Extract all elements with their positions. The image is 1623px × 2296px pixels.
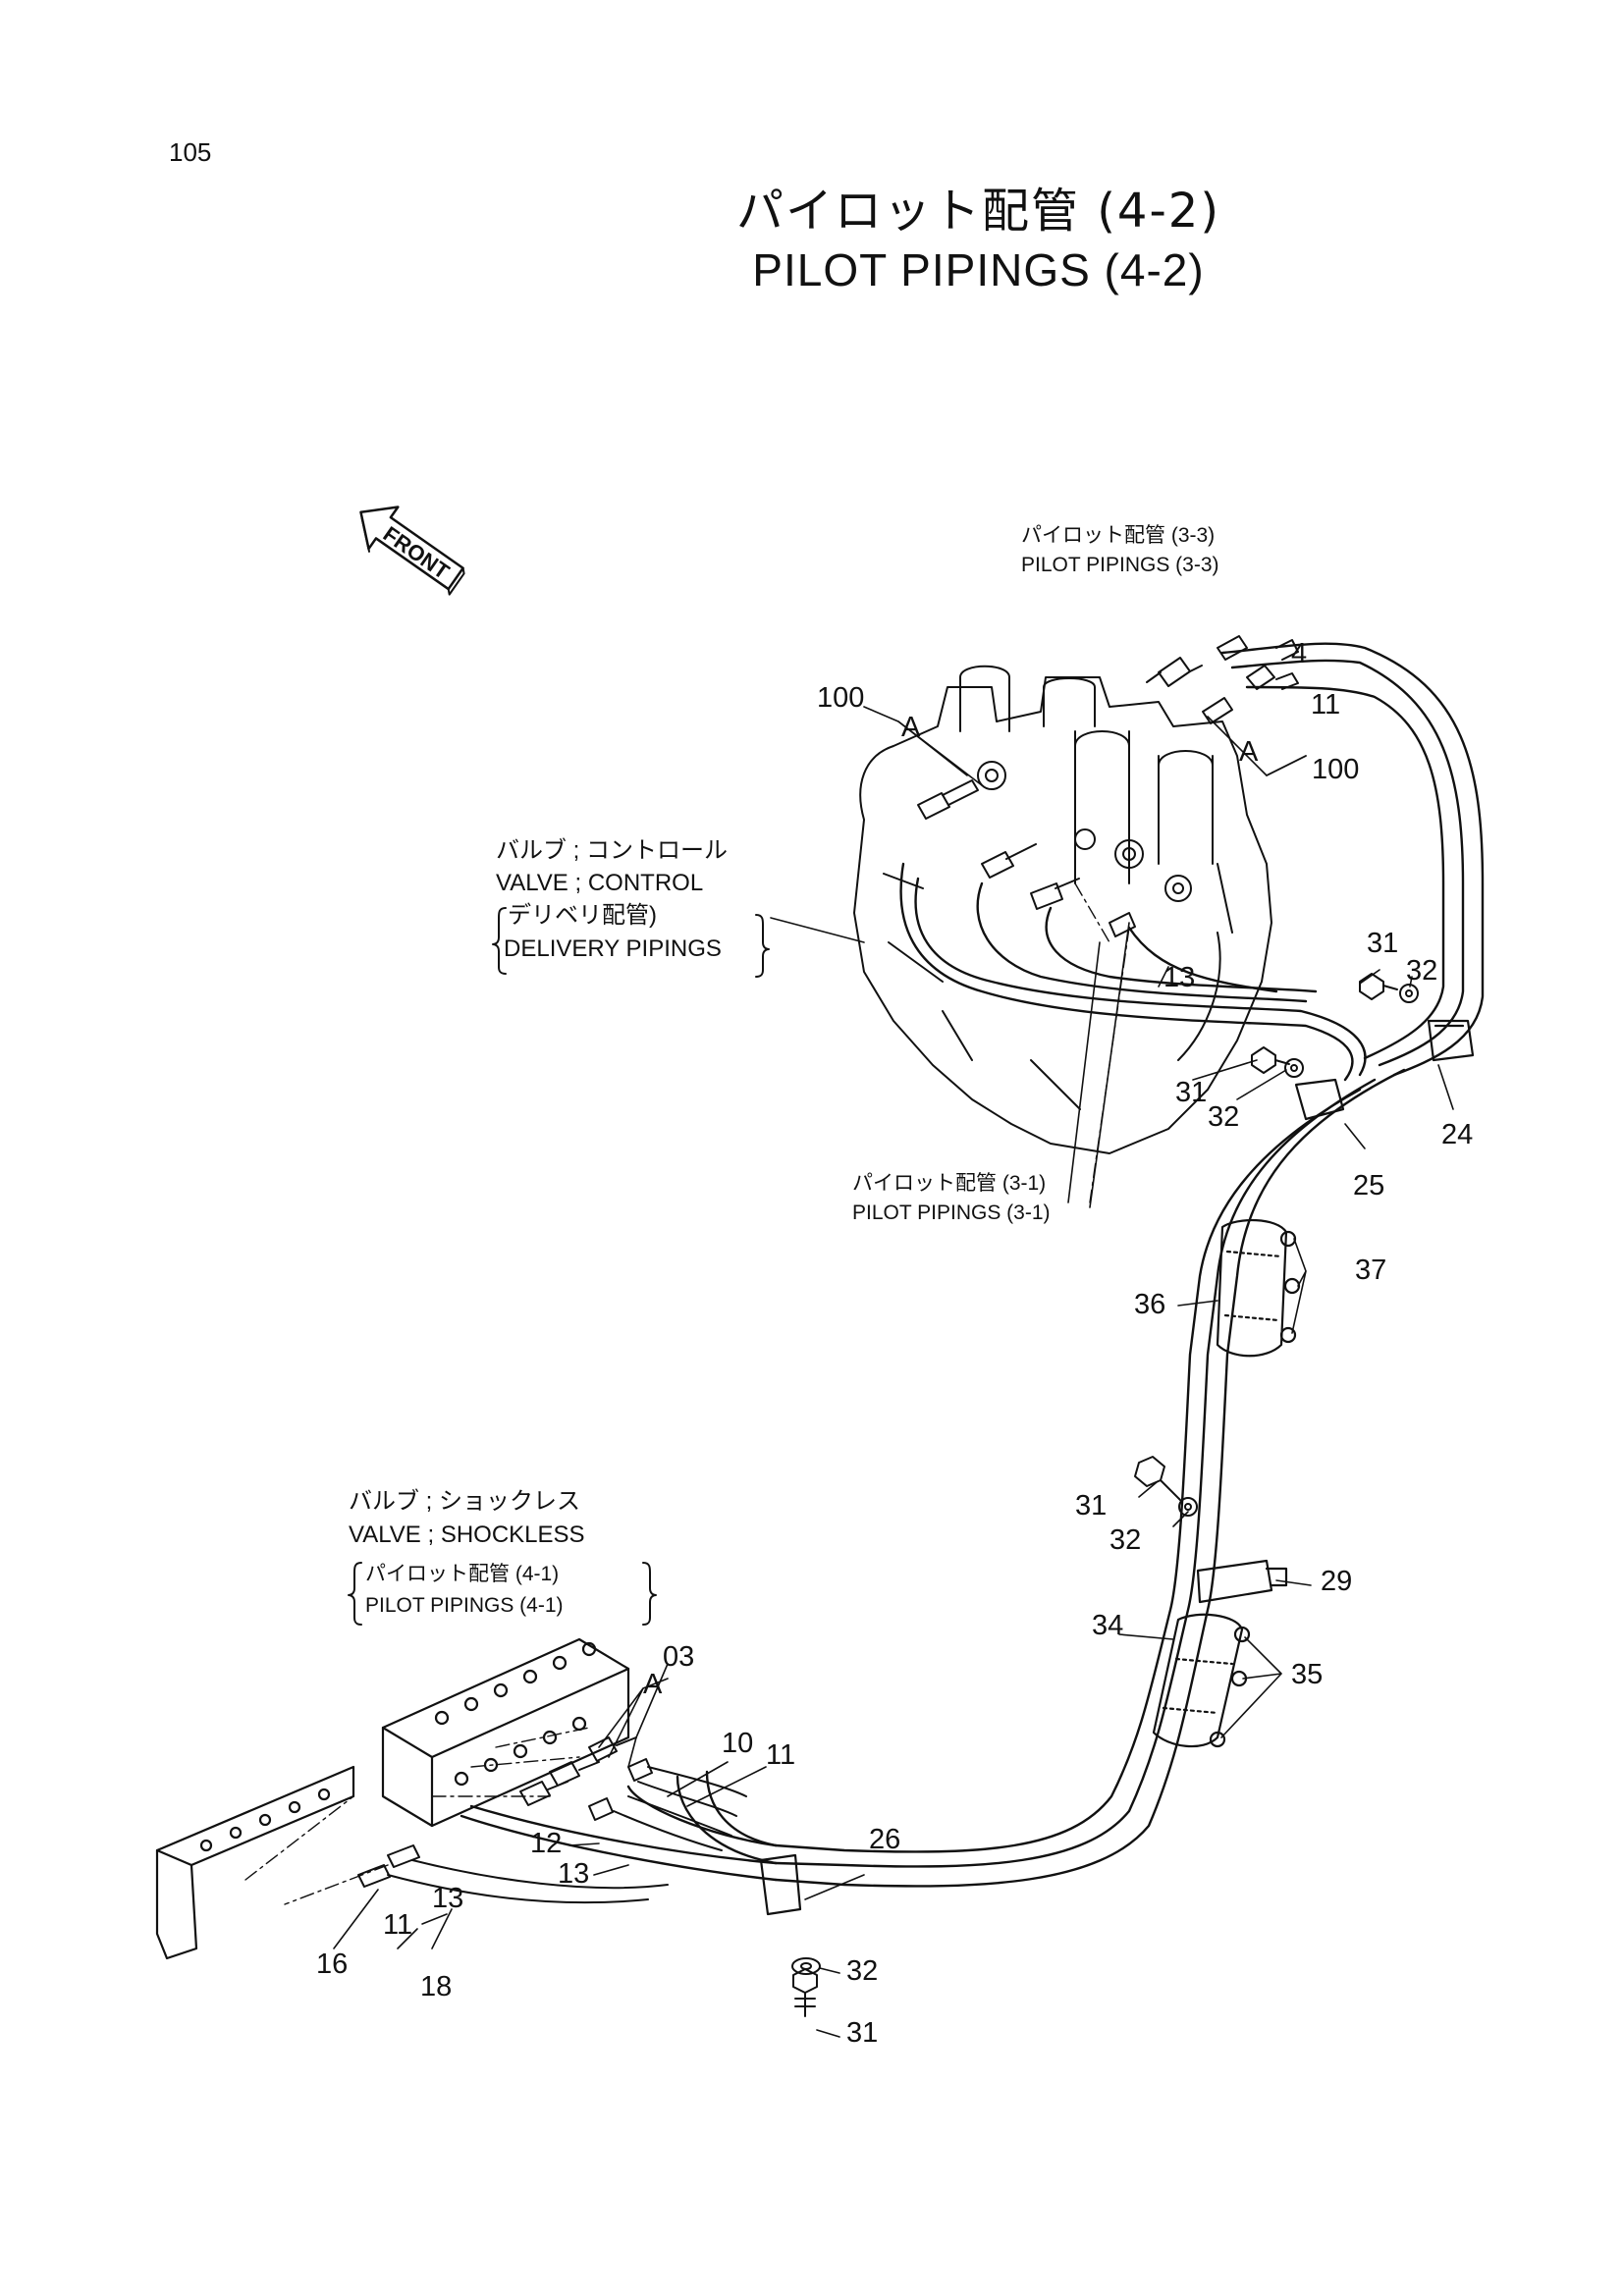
ref-pilot-pipings-4-1-jp: パイロット配管 (4-1) (365, 1563, 560, 1585)
callout-a: A (901, 712, 921, 743)
callout-34: 34 (1092, 1610, 1124, 1641)
callout-10: 10 (722, 1728, 754, 1759)
control-valve-icon (853, 665, 1272, 1154)
ref-pilot-pipings-3-1-en: PILOT PIPINGS (3-1) (852, 1201, 1051, 1224)
callout-11: 11 (1311, 689, 1341, 721)
title-japanese: パイロット配管 (4-2) (735, 184, 1221, 239)
clamp-29-icon (1196, 1559, 1288, 1604)
ref-delivery-pipings-jp: デリベリ配管) (508, 902, 657, 929)
protector-36-icon (1216, 1218, 1301, 1358)
ref-delivery-pipings-en: DELIVERY PIPINGS (504, 935, 722, 962)
callout-36: 36 (1134, 1289, 1166, 1320)
callout-a: A (1239, 736, 1259, 768)
leader-lines (333, 706, 1454, 2038)
protector-34-icon (1152, 1613, 1251, 1748)
callout-26: 26 (869, 1824, 901, 1855)
shockless-valve-icon (381, 1637, 630, 1828)
callout-11: 11 (383, 1909, 413, 1941)
callout-12: 12 (530, 1828, 563, 1859)
bolt-31-icon (792, 973, 1398, 2017)
callout-32: 32 (1208, 1101, 1240, 1133)
callout-100: 100 (817, 682, 865, 714)
page-title: パイロット配管 (4-2) PILOT PIPINGS (4-2) (0, 182, 1623, 299)
callout-25: 25 (1353, 1170, 1385, 1201)
fitting-100-icon (917, 657, 1233, 820)
ref-pilot-pipings-3-3-jp: パイロット配管 (3-3) (1021, 524, 1216, 547)
fitting-03-icon (357, 1736, 653, 1888)
ref-valve-control-jp: バルブ ; コントロール (496, 837, 729, 864)
ref-pilot-pipings-3-3-en: PILOT PIPINGS (3-3) (1021, 554, 1219, 576)
clamp-26-icon (759, 1853, 802, 1916)
fitting-11-icon (981, 635, 1299, 937)
callout-03: 03 (663, 1641, 695, 1673)
callout-4: 4 (1291, 638, 1308, 669)
callout-35: 35 (1291, 1659, 1324, 1690)
callout-31: 31 (1075, 1490, 1108, 1522)
callout-11: 11 (766, 1739, 796, 1771)
title-english: PILOT PIPINGS (4-2) (752, 244, 1205, 295)
ref-valve-control-en: VALVE ; CONTROL (496, 870, 704, 896)
callout-13: 13 (1163, 962, 1196, 993)
callout-13: 13 (432, 1883, 464, 1914)
ref-pilot-pipings-4-1-en: PILOT PIPINGS (4-1) (365, 1594, 564, 1617)
callout-31: 31 (846, 2017, 879, 2049)
callout-100: 100 (1312, 754, 1360, 785)
callout-a: A (643, 1669, 663, 1700)
ref-valve-shockless-en: VALVE ; SHOCKLESS (349, 1522, 585, 1548)
front-arrow-icon: FRONT (359, 506, 465, 596)
callout-37: 37 (1355, 1255, 1387, 1286)
clamp-24-icon (1427, 1019, 1475, 1062)
callout-13: 13 (558, 1858, 590, 1890)
callout-18: 18 (420, 1971, 453, 2002)
washer-32-icon (791, 984, 1419, 1975)
center-lines (244, 882, 1130, 1905)
clamp-25-icon (1294, 1078, 1345, 1121)
ref-pilot-pipings-3-1-jp: パイロット配管 (3-1) (852, 1172, 1047, 1195)
bracket-icon (155, 1765, 355, 1960)
callout-32: 32 (846, 1955, 879, 1987)
callout-31: 31 (1367, 928, 1399, 959)
page-number: 105 (169, 137, 212, 167)
hose-bundle-fan (387, 1766, 747, 1904)
callout-29: 29 (1321, 1566, 1353, 1597)
ref-valve-shockless-jp: バルブ ; ショックレス (349, 1488, 581, 1515)
callout-24: 24 (1441, 1119, 1474, 1150)
pilot-pipe-bundle (460, 642, 1485, 1888)
callout-32: 32 (1406, 955, 1438, 987)
reference-brackets (348, 907, 770, 1626)
callout-32: 32 (1109, 1524, 1142, 1556)
callout-31: 31 (1175, 1077, 1208, 1108)
callout-16: 16 (316, 1949, 349, 1980)
